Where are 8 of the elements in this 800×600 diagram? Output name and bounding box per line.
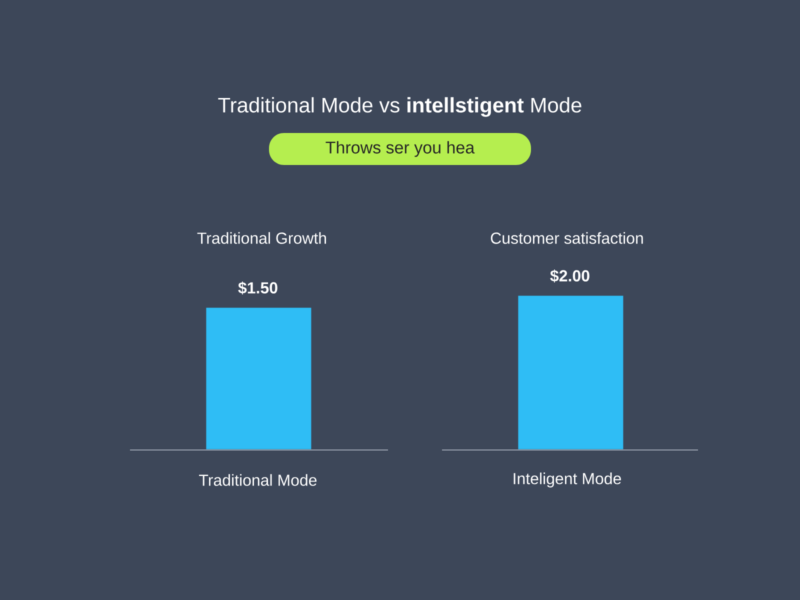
title: Traditional Mode vs intellstigent Mode <box>218 97 582 117</box>
category-label: Traditional Mode <box>199 474 317 486</box>
panel-heading: Traditional Growth <box>197 232 326 244</box>
panel-heading: Customer satisfaction <box>490 232 643 244</box>
bar <box>518 296 624 450</box>
category-label: Inteligent Mode <box>514 472 621 488</box>
bar <box>206 308 312 450</box>
pill-badge: Throws ser you hea <box>269 133 531 165</box>
